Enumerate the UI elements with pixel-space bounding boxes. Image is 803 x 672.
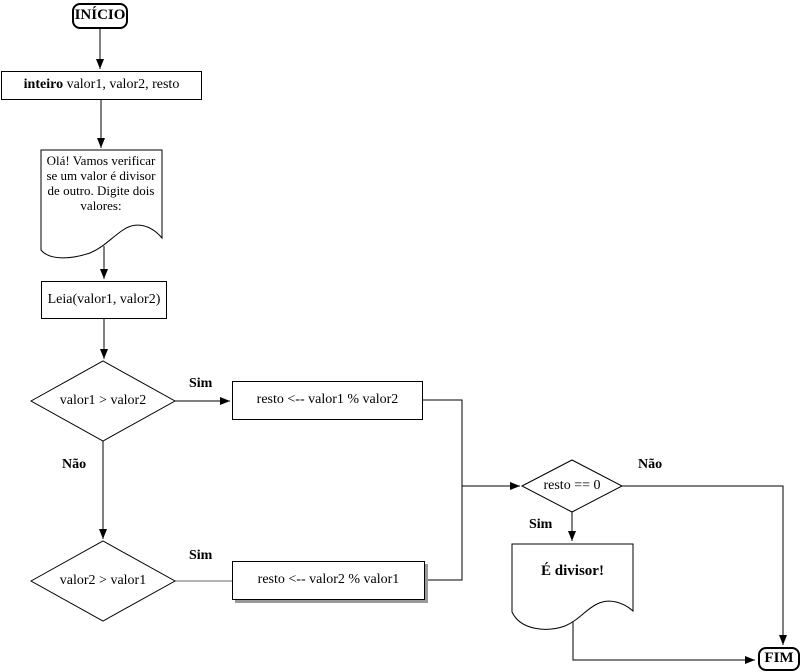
decision3-yes-label: Sim [529, 517, 553, 532]
end-label: FIM [764, 650, 794, 667]
decision2-text: valor2 > valor1 [59, 572, 147, 588]
decision3-no-label: Não [638, 457, 663, 472]
declare-text: inteiro valor1, valor2, resto [24, 77, 180, 93]
greeting-text: Olá! Vamos verificar se um valor é divis… [46, 153, 156, 213]
decision1-text: valor1 > valor2 [59, 392, 147, 408]
start-label: INÍCIO [74, 7, 126, 24]
decision2-diamond [29, 540, 177, 622]
greeting-document-shape [40, 149, 163, 259]
declare-rest: valor1, valor2, resto [63, 77, 180, 93]
end-node: FIM [758, 647, 800, 671]
assign1-node: resto <-- valor1 % valor2 [232, 381, 423, 420]
decision1-no-label: Não [62, 457, 87, 472]
assign2-node: resto <-- valor2 % valor1 [232, 561, 425, 600]
decision3-diamond [520, 459, 624, 513]
decision3-text: resto == 0 [543, 477, 601, 493]
assign2-text: resto <-- valor2 % valor1 [257, 572, 400, 588]
declare-node: inteiro valor1, valor2, resto [1, 71, 202, 100]
declare-keyword: inteiro [23, 77, 64, 93]
decision2-yes-label: Sim [189, 548, 213, 563]
result-document-shape [511, 543, 634, 630]
edge-result-to-end [572, 622, 755, 664]
edge-decision3-nao-to-end [622, 485, 787, 645]
assign1-text: resto <-- valor1 % valor2 [256, 392, 399, 408]
read-node: Leia(valor1, valor2) [41, 281, 167, 319]
read-text: Leia(valor1, valor2) [47, 291, 161, 307]
decision1-yes-label: Sim [189, 376, 213, 391]
result-text: É divisor! [541, 563, 604, 580]
decision1-diamond [29, 360, 177, 442]
edge-assign1-to-junction [423, 399, 463, 486]
start-node: INÍCIO [72, 3, 128, 29]
edge-assign2-to-junction [425, 486, 463, 581]
